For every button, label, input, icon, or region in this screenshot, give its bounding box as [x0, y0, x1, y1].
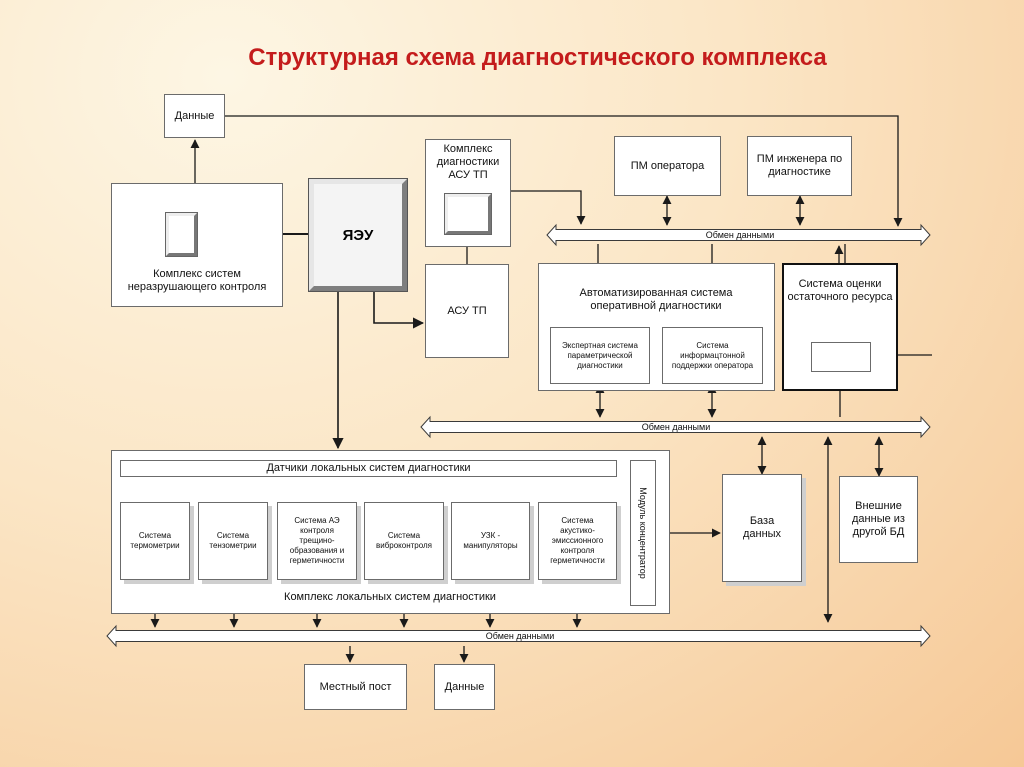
thermometry-box[interactable]: Система термометрии: [120, 502, 190, 580]
data-top-label: Данные: [174, 109, 215, 122]
local-complex-label: Комплекс локальных систем диагностики: [284, 591, 496, 603]
engineer-workstation-label: ПМ инженера по диагностике: [756, 153, 843, 178]
thermometry-label: Система термометрии: [130, 531, 180, 550]
asutp-diagnostics-label: Комплекс диагностики АСУ ТП: [436, 143, 500, 181]
expert-system-box[interactable]: Экспертная система параметрической диагн…: [550, 327, 650, 384]
operational-diagnostics-label: Автоматизированная система оперативной д…: [579, 287, 733, 312]
sensors-label: Датчики локальных систем диагностики: [266, 462, 471, 474]
residual-resource-label: Система оценки остаточного ресурса: [787, 278, 893, 303]
external-data-label: Внешние данные из другой БД: [852, 500, 905, 538]
ndt-complex-box[interactable]: [111, 183, 283, 307]
diagram-title: Структурная схема диагностического компл…: [248, 44, 827, 71]
expert-system-label: Экспертная система параметрической диагн…: [562, 340, 638, 370]
data-top-box[interactable]: Данные: [164, 94, 225, 138]
info-support-label: Система информацтонной поддержки операто…: [671, 340, 754, 370]
concentrator-module-label: Модуль концентратор: [638, 487, 648, 579]
bus-3-shape: [106, 624, 931, 648]
asutp-box[interactable]: АСУ ТП: [425, 264, 509, 358]
database-label: База данных: [742, 515, 782, 540]
residual-resource-inner-box: [811, 342, 871, 372]
data-bottom-label: Данные: [444, 680, 485, 693]
ultrasonic-manipulators-box[interactable]: УЗК - манипуляторы: [451, 502, 530, 580]
ultrasonic-manipulators-label: УЗК - манипуляторы: [463, 531, 518, 550]
yaeu-box[interactable]: ЯЭУ: [308, 178, 408, 292]
vibration-label: Система виброконтроля: [375, 531, 433, 550]
asutp-label: АСУ ТП: [447, 304, 487, 317]
asutp-diagnostics-inner-box: [444, 193, 492, 235]
external-data-box[interactable]: Внешние данные из другой БД: [839, 476, 918, 563]
vibration-box[interactable]: Система виброконтроля: [364, 502, 444, 580]
concentrator-module-box[interactable]: Модуль концентратор: [630, 460, 656, 606]
sensors-bar[interactable]: Датчики локальных систем диагностики: [120, 460, 617, 477]
yaeu-label: ЯЭУ: [342, 226, 374, 244]
local-post-box[interactable]: Местный пост: [304, 664, 407, 710]
tensometry-label: Система тензометрии: [209, 531, 257, 550]
acoustic-emission-box[interactable]: Система акустико-эмиссионного контроля г…: [538, 502, 617, 580]
bus-2-label: Обмен данными: [641, 422, 711, 432]
operator-workstation-label: ПМ оператора: [630, 159, 705, 172]
engineer-workstation-box[interactable]: ПМ инженера по диагностике: [747, 136, 852, 196]
info-support-box[interactable]: Система информацтонной поддержки операто…: [662, 327, 763, 384]
bus-3-label: Обмен данными: [485, 631, 555, 641]
acoustic-emission-label: Система акустико-эмиссионного контроля г…: [550, 516, 605, 565]
database-box[interactable]: База данных: [722, 474, 802, 582]
ae-control-label: Система АЭ контроля трещино-образования …: [289, 516, 345, 565]
local-post-label: Местный пост: [319, 680, 392, 693]
data-bottom-box[interactable]: Данные: [434, 664, 495, 710]
bus-2-shape: [420, 415, 931, 439]
operator-workstation-box[interactable]: ПМ оператора: [614, 136, 721, 196]
ae-control-box[interactable]: Система АЭ контроля трещино-образования …: [277, 502, 357, 580]
residual-resource-box[interactable]: [782, 263, 898, 391]
bus-1-shape: [546, 223, 931, 247]
ndt-complex-label: Комплекс систем неразрушающего контроля: [127, 268, 267, 293]
ndt-inner-box: [165, 212, 198, 257]
tensometry-box[interactable]: Система тензометрии: [198, 502, 268, 580]
bus-1-label: Обмен данными: [705, 230, 775, 240]
